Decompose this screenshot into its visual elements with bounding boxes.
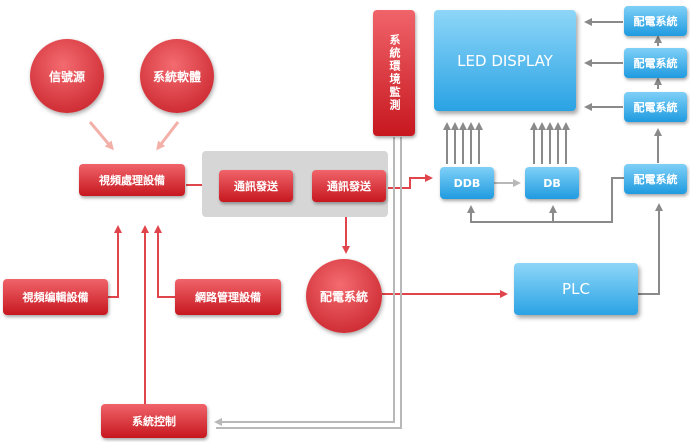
- power-system-center-node[interactable]: 配電系統: [306, 259, 382, 333]
- system-software-node[interactable]: 系統軟體: [140, 39, 214, 113]
- plc-node[interactable]: PLC: [514, 263, 638, 315]
- db-node[interactable]: DB: [525, 167, 579, 199]
- ddb-node[interactable]: DDB: [440, 167, 494, 199]
- network-management-node[interactable]: 網路管理設備: [175, 279, 281, 315]
- video-processing-node[interactable]: 視頻處理設備: [79, 164, 185, 196]
- signal-source-node[interactable]: 信號源: [30, 39, 104, 113]
- video-editing-node[interactable]: 視頻编輯設備: [3, 279, 108, 315]
- comm-send-node-2[interactable]: 通訊發送: [312, 170, 386, 202]
- comm-send-node-1[interactable]: 通訊發送: [219, 170, 293, 202]
- power-system-node-2[interactable]: 配電系統: [624, 48, 687, 78]
- system-control-node[interactable]: 系統控制: [101, 404, 207, 438]
- power-system-node-3[interactable]: 配電系統: [624, 92, 687, 122]
- power-system-node-4[interactable]: 配電系統: [624, 164, 687, 194]
- led-display-node[interactable]: LED DISPLAY: [434, 10, 576, 111]
- power-system-node-1[interactable]: 配電系統: [624, 6, 687, 36]
- env-monitoring-node[interactable]: 系統環境監測: [373, 10, 415, 136]
